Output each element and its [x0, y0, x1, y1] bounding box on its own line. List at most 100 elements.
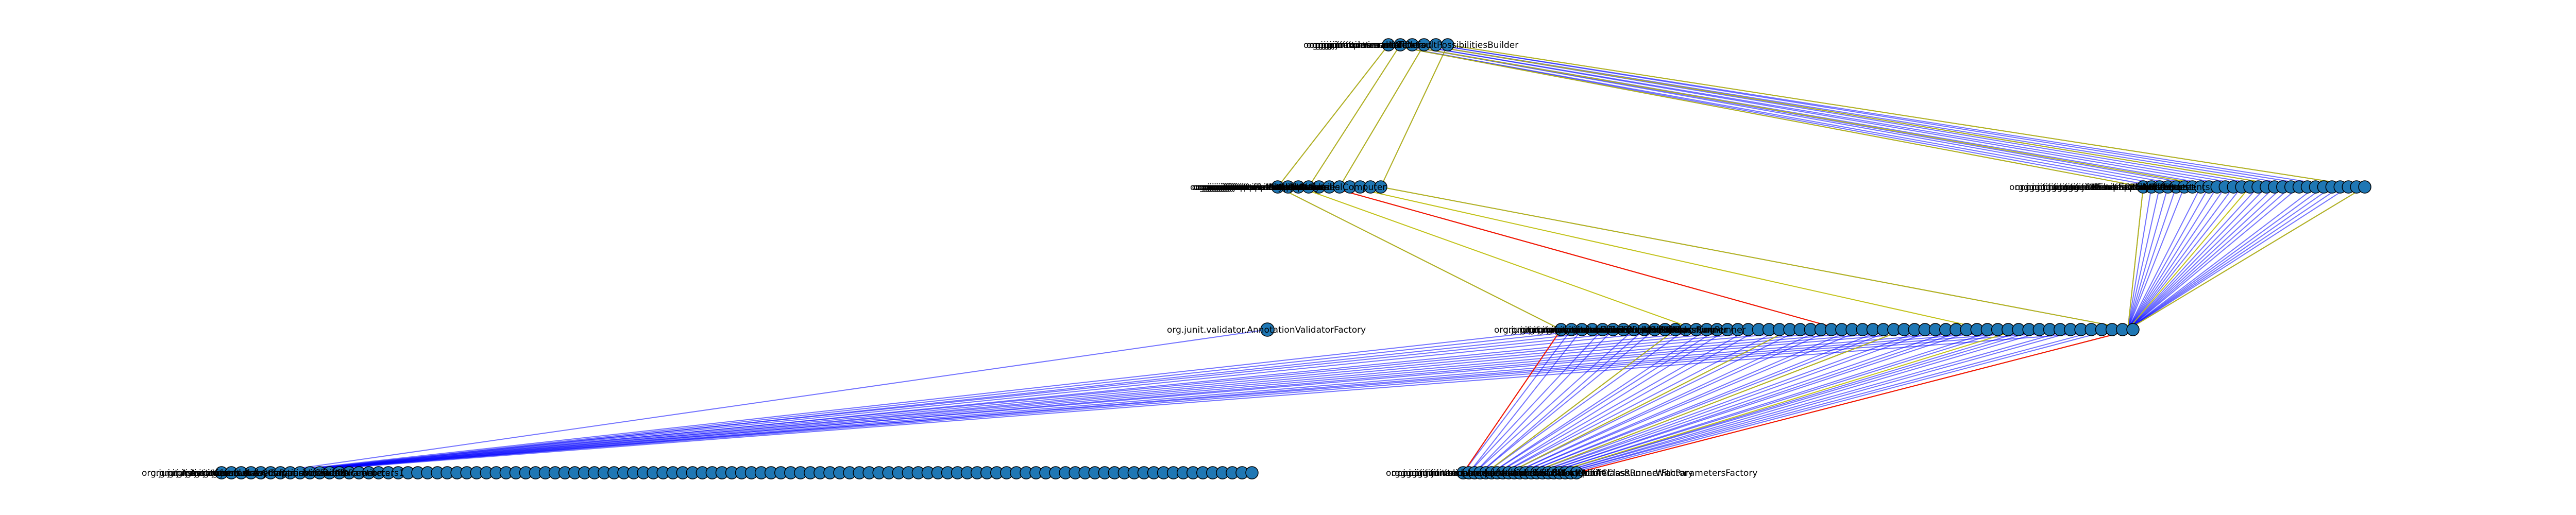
edge-secondary [2127, 186, 2144, 330]
graph-node[interactable] [2358, 180, 2371, 194]
edge-secondary [1339, 44, 1425, 187]
edge-secondary [1298, 186, 1697, 330]
node-label: org.junit.runner.OrderWith [2054, 182, 2169, 193]
edge-primary [1463, 329, 1572, 473]
edge-primary [2127, 186, 2218, 330]
node-label: org.junit.Assert [142, 468, 209, 478]
edge-primary [1491, 329, 1718, 473]
graph-node[interactable] [2126, 323, 2140, 336]
edge-primary [1497, 329, 1749, 473]
node-label: org.junit.internal.runners.JUnit38ClassR… [1530, 325, 1728, 335]
edge-primary [1480, 329, 1655, 473]
edge-secondary [1349, 186, 1988, 330]
node-label: org.junit.runner.notification [1312, 40, 1432, 50]
edge-secondary [1423, 44, 2291, 187]
edge-primary [1468, 329, 1603, 473]
edge-primary [1508, 329, 1801, 473]
edge-secondary [1485, 329, 1676, 473]
node-label: org.junit.internal.AllDefaultPossibiliti… [1318, 40, 1518, 50]
edge-primary [267, 329, 1562, 473]
edge-primary [1519, 329, 1863, 473]
node-label: org.junit.runners.parameterized.BlockJUn… [1409, 468, 1757, 478]
node-label: org.junit.experimental.theories [1190, 182, 1326, 193]
edge-layer [267, 44, 2365, 473]
edge-primary [1435, 44, 2341, 187]
edge-primary [1497, 329, 1728, 473]
graph-node[interactable] [1441, 38, 1454, 52]
node-label: org.junit.runner.manipulation [1197, 182, 1326, 193]
node-label: org.junit.experimental.ParallelComputer [1210, 182, 1386, 193]
edge-tertiary [1463, 329, 1562, 473]
edge-primary [2127, 186, 2168, 330]
edge-primary [1514, 329, 1821, 473]
node-label: org.junit.Assume [150, 468, 225, 478]
edge-primary [1548, 329, 2009, 473]
node-label: org.junit.runners.Parameterized$Paramete… [195, 468, 390, 478]
edge-primary [1468, 329, 1583, 473]
edge-primary [1536, 329, 1957, 473]
edge-primary [2127, 186, 2300, 330]
node-label: org.junit.runners.model.RunnerBuilder [1520, 325, 1689, 335]
edge-secondary [2127, 186, 2365, 330]
edge-primary [274, 329, 1686, 473]
edge-primary [1491, 329, 1707, 473]
node-label: org.junit.runners.model.TestClass [1503, 325, 1649, 335]
edge-primary [1559, 329, 2050, 473]
edge-primary [1553, 329, 2040, 473]
edge-primary [2127, 186, 2267, 330]
edge-primary [2127, 186, 2292, 330]
edge-primary [267, 329, 2060, 473]
graph-node[interactable] [1374, 180, 1387, 194]
node-label: org.junit.validator.AnnotationValidatorF… [1167, 325, 1366, 335]
edge-primary [2127, 186, 2160, 330]
node-label: org.junit.runner.FilterFactory [2026, 182, 2150, 193]
node-label: org.junit.runner.manipulation.Sorter [2037, 182, 2195, 193]
edge-secondary [1277, 186, 1562, 330]
edge-primary [1542, 329, 1967, 473]
edge-primary [2127, 186, 2152, 330]
edge-secondary [1508, 329, 1790, 473]
node-label: org.junit.runners.model.MultipleFailureE… [1392, 468, 1604, 478]
edge-primary [1412, 44, 2259, 187]
node-label: org.junit.runners.model.FrameworkField [1512, 325, 1686, 335]
edge-tertiary [1329, 186, 1842, 330]
node-label: org.junit.runner.manipulation.Filter [2031, 182, 2184, 193]
graph-node[interactable] [1260, 322, 1275, 337]
edge-secondary [1553, 329, 2019, 473]
edge-primary [2127, 186, 2324, 330]
node-label: org.junit.rules [1310, 40, 1370, 50]
edge-secondary [1447, 44, 2365, 187]
node-label: org.junit.validator.AnnotationsValidator [1403, 468, 1574, 478]
edge-primary [267, 329, 1268, 473]
edge-primary [1474, 329, 1614, 473]
edge-primary [1519, 329, 1853, 473]
edge-primary [1502, 329, 1759, 473]
node-label: org.junit.runners.Parameterized$Paramete… [204, 468, 404, 478]
edge-primary [267, 329, 1655, 473]
node-label: org.junit.experimental.max [1205, 182, 1325, 193]
edge-primary [2127, 186, 2275, 330]
node-label: org.junit.runners.parameterized [1386, 468, 1526, 478]
node-label: org.junit.internal.AssumptionViolatedExc… [177, 468, 383, 478]
edge-secondary [1388, 44, 2144, 187]
node-label: org.junit.internal.runners.statements [2048, 182, 2210, 193]
edge-primary [267, 329, 1759, 473]
edge-primary [1536, 329, 1936, 473]
edge-primary [2127, 186, 2349, 330]
edge-primary [1388, 44, 2176, 187]
node-label: org.junit.runners.parameterized.BlockJUn… [1414, 468, 1693, 478]
node-label: org.junit.runner.FilterRequest [2065, 182, 2193, 193]
node-label: org.junit.internal.builders [1315, 40, 1426, 50]
node-label: org.junit.runners.BlockJUnit4ClassRunner [1547, 325, 1727, 335]
edge-secondary [1277, 44, 1389, 187]
node-label: org.junit.runner.Description [2015, 182, 2136, 193]
edge-secondary [1531, 329, 1905, 473]
edge-primary [2127, 186, 2242, 330]
node-label: org.junit.internal.runners.model.EachTes… [1397, 468, 1611, 478]
node-label: org.junit.runner.JUnitCore [1209, 182, 1320, 193]
edge-primary [2127, 186, 2177, 330]
graph-node[interactable] [1570, 466, 1583, 479]
graph-node[interactable] [1245, 466, 1259, 479]
node-label: org.junit.internal.Checks [1212, 182, 1319, 193]
node-layer [215, 38, 2371, 479]
